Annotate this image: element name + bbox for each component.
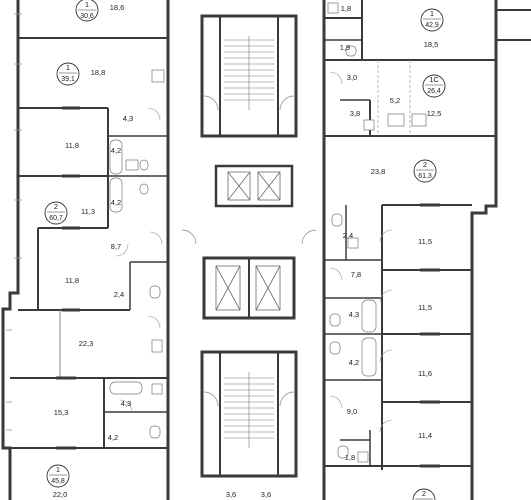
room-area-label: 1,8 [345, 453, 355, 462]
right-partitions [324, 0, 496, 470]
left-partitions [10, 37, 168, 449]
room-area-label: 3,8 [350, 109, 360, 118]
room-area-label: 4,2 [108, 433, 118, 442]
room-doors [115, 71, 393, 433]
left-windows [6, 13, 22, 431]
room-area-label: 2,4 [114, 290, 124, 299]
room-area-label: 9,0 [347, 407, 357, 416]
room-area-label: 5,2 [390, 96, 400, 105]
apartment-badge: 2 [412, 488, 436, 500]
apartment-badge: 1 39,1 [56, 62, 80, 86]
apartment-badge: 2 60,7 [44, 201, 68, 225]
room-area-label: 11,4 [418, 431, 432, 440]
apartment-area: 61,3 [418, 173, 432, 180]
room-area-label: 4,2 [111, 146, 121, 155]
room-area-label: 12,5 [427, 109, 442, 118]
room-area-label: 11,6 [418, 369, 432, 378]
apartment-number: 2 [422, 489, 426, 498]
apartment-badge: 1С 26,4 [422, 74, 446, 98]
apartment-number: 1 [66, 63, 70, 72]
room-area-label: 18,6 [110, 3, 125, 12]
apartment-badge: 1 45,8 [46, 464, 70, 488]
room-area-label: 4,3 [123, 114, 133, 123]
room-area-label: 8,7 [111, 242, 121, 251]
room-labels: 18,6 18,8 4,3 11,8 4,2 4,2 11,3 8,7 11,8… [53, 3, 442, 499]
apartment-badge: 2 61,3 [413, 159, 437, 183]
room-area-label: 1,8 [341, 4, 351, 13]
apartment-number: 1 [430, 9, 434, 18]
apartment-badge: 1 42,9 [420, 8, 444, 32]
room-area-label: 11,3 [81, 207, 95, 216]
room-area-label: 4,2 [349, 358, 359, 367]
room-area-label: 4,3 [349, 310, 359, 319]
room-area-label: 4,2 [111, 198, 121, 207]
room-area-label: 11,8 [65, 141, 79, 150]
room-area-label: 15,3 [54, 408, 69, 417]
room-area-label: 22,3 [79, 339, 94, 348]
room-area-label: 11,5 [418, 237, 432, 246]
apartment-area: 42,9 [425, 22, 439, 29]
room-area-label: 23,8 [371, 167, 386, 176]
apartment-area: 39,1 [61, 76, 75, 83]
apartment-number: 2 [54, 202, 58, 211]
room-area-label: 18,8 [91, 68, 106, 77]
room-area-label: 18,5 [424, 40, 439, 49]
room-area-label: 2,4 [343, 231, 353, 240]
room-area-label: 1,9 [340, 43, 350, 52]
left-fixtures [109, 69, 165, 439]
apartment-area: 45,8 [51, 478, 65, 485]
right-fixtures [327, 2, 427, 463]
apartment-badge: 1 30,6 [75, 0, 99, 22]
apartment-number: 2 [423, 160, 427, 169]
room-area-label: 7,8 [351, 270, 361, 279]
room-area-label: 3,6 [261, 490, 271, 499]
apartment-area: 30,6 [80, 13, 94, 20]
room-area-label: 3,6 [226, 490, 236, 499]
core [181, 14, 317, 478]
apartment-area: 26,4 [427, 88, 441, 95]
room-area-label: 11,8 [65, 276, 79, 285]
apartment-number: 1 [85, 0, 89, 9]
apartment-area: 60,7 [49, 215, 63, 222]
room-area-label: 11,5 [418, 303, 432, 312]
room-area-label: 3,0 [347, 73, 357, 82]
apartment-number: 1 [56, 465, 60, 474]
room-area-label: 22,0 [53, 490, 68, 499]
room-area-label: 4,3 [121, 399, 131, 408]
apartment-number: 1С [429, 75, 439, 84]
